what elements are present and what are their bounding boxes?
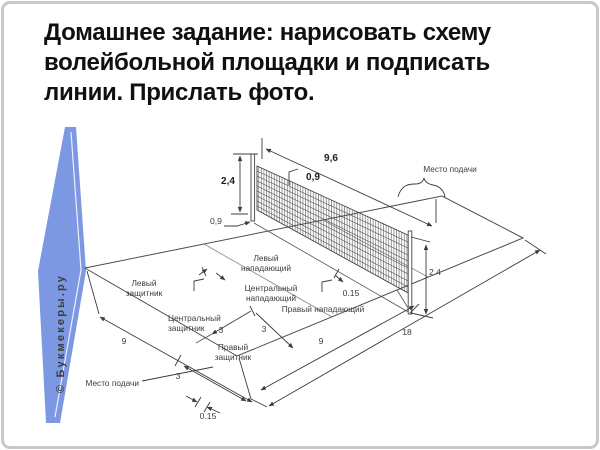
- dim-attack-left-label: 3: [219, 325, 224, 335]
- position-right-defender-line1: Правый: [218, 342, 249, 352]
- watermark-ribbon: © Букмекеры.ру: [38, 127, 86, 423]
- dim-serve-mark-arrow1: [185, 395, 198, 403]
- dim-attack-apex-tick: [249, 305, 256, 317]
- position-center-defender-line1: Центральный: [168, 313, 221, 323]
- dim-post-right-label: 2.4: [429, 267, 441, 277]
- attack-mark-right-arrow: [334, 274, 344, 283]
- dim-serve-zone-label: 3: [176, 371, 181, 381]
- dim-full-court-line: [268, 249, 541, 407]
- dim-serve-mark-label: 0.15: [200, 411, 217, 421]
- dim-net-band-label: 0,9: [306, 172, 320, 183]
- title-line-2: волейбольной площадки и подписать: [44, 49, 490, 76]
- dim-attack-left-ext: [195, 333, 213, 344]
- dim-half-court-label: 9: [319, 336, 324, 346]
- dim-post-right-ticks: [410, 236, 434, 319]
- position-center-defender-line2: защитник: [168, 323, 205, 333]
- attack-mark-right-bracket: [321, 279, 333, 292]
- dim-post-offset-leader: [224, 221, 251, 227]
- serve-area-top-label: Место подачи: [423, 164, 477, 174]
- slide-title: Домашнее задание: нарисовать схему волей…: [44, 18, 564, 108]
- attack-mark-width-label: 0.15: [343, 288, 360, 298]
- dim-full-court-ext: [250, 239, 547, 408]
- serve-area-bottom-leader: [141, 366, 214, 382]
- dim-serve-zone-line: [183, 365, 247, 402]
- player-positions: Левый нападающий Центральный нападающий …: [126, 253, 365, 362]
- dim-serve-mark-arrow2: [206, 406, 221, 414]
- dimensions-bottom-right: 3 3 9 18: [195, 239, 547, 408]
- dim-post-offset-label: 0,9: [210, 216, 222, 226]
- position-left-defender-line1: Левый: [131, 278, 156, 288]
- net-post-left: [250, 153, 256, 222]
- dimensions-bottom-left: 9 3 0.15 Место подачи: [85, 270, 253, 421]
- dim-net-band-bracket: [288, 168, 299, 185]
- attack-mark-left-bracket: [193, 278, 205, 291]
- dim-half-court-line: [260, 305, 415, 391]
- dim-post-height-label: 2,4: [221, 176, 235, 187]
- position-right-attacker: Правый нападающий: [282, 304, 365, 314]
- dim-attack-left-arrow: [211, 310, 252, 335]
- position-center-attacker-line1: Центральный: [245, 283, 298, 293]
- position-left-defender-line2: защитник: [126, 288, 163, 298]
- net-post-right: [407, 230, 413, 315]
- position-right-defender-line2: защитник: [215, 352, 252, 362]
- position-left-attacker-line1: Левый: [253, 253, 278, 263]
- position-center-attacker-line2: нападающий: [246, 293, 296, 303]
- title-line-3: линии. Прислать фото.: [44, 79, 315, 106]
- attack-mark-left-tick: [201, 266, 207, 277]
- serve-area-top-brace: [397, 177, 446, 198]
- watermark-ribbon-shape: [38, 127, 86, 423]
- dim-endline-label: 9: [122, 336, 127, 346]
- watermark-label: © Букмекеры.ру: [55, 274, 67, 393]
- dim-full-court-label: 18: [402, 327, 412, 337]
- serve-area-bottom-label: Место подачи: [85, 378, 139, 388]
- attack-mark-left-arrow1: [198, 268, 208, 276]
- attack-mark-left-arrow2: [215, 272, 226, 281]
- dim-serve-zone-tick: [174, 354, 182, 367]
- dim-net-length-line: [265, 148, 433, 227]
- title-line-1: Домашнее задание: нарисовать схему: [44, 19, 491, 46]
- dim-net-length-ticks: [261, 138, 437, 223]
- dim-net-length-label: 9,6: [324, 153, 338, 164]
- dim-serve-mark-ticks: [194, 396, 211, 413]
- dim-attack-right-label: 3: [262, 324, 267, 334]
- watermark-ribbon-stripe: [54, 131, 82, 418]
- position-left-attacker-line2: нападающий: [241, 263, 291, 273]
